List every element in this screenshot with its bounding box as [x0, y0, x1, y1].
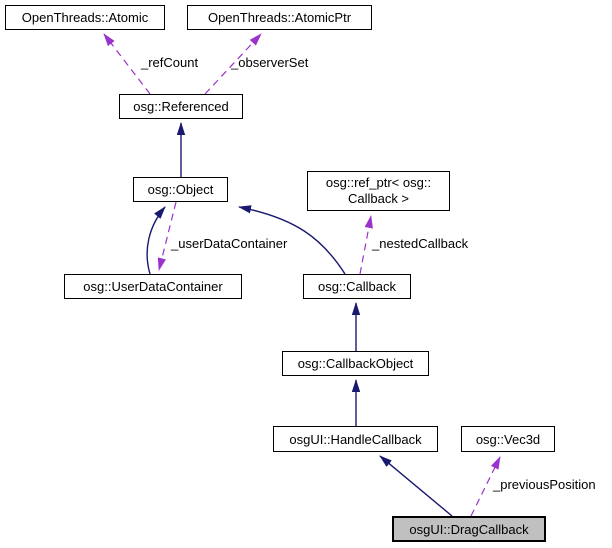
usage-arrow-refcount	[103, 33, 151, 95]
node-label: osgUI::DragCallback	[409, 521, 529, 537]
node-label: osg::Vec3d	[475, 431, 541, 447]
node-label: osg::Callback	[317, 279, 397, 294]
node-openthreads-atomicptr[interactable]: OpenThreads::AtomicPtr	[187, 5, 372, 30]
edge-label-observerset: _observerSet	[231, 55, 309, 70]
node-openthreads-atomic[interactable]: OpenThreads::Atomic	[5, 5, 165, 30]
usage-arrow-observerset	[204, 33, 262, 95]
usage-arrow-nestedcallback	[359, 215, 373, 275]
inheritance-arrow-userdatacontainer-to-object	[146, 206, 166, 275]
node-osg-callbackobject[interactable]: osg::CallbackObject	[282, 351, 429, 376]
inheritance-arrow-dragcallback-to-handlecallback	[379, 455, 453, 517]
node-label: OpenThreads::AtomicPtr	[207, 10, 352, 25]
usage-arrow-userdatacontainer	[157, 201, 177, 271]
edge-label-refcount: _refCount	[141, 55, 199, 70]
node-label: osg::UserDataContainer	[83, 279, 223, 294]
node-osg-object[interactable]: osg::Object	[133, 177, 228, 202]
node-label: osg::Referenced	[133, 99, 229, 114]
edge-label-previousposition: _previousPosition	[493, 477, 596, 492]
node-osg-userdatacontainer[interactable]: osg::UserDataContainer	[64, 274, 242, 299]
node-label-line2: Callback >	[347, 191, 410, 206]
node-osg-referenced[interactable]: osg::Referenced	[119, 94, 243, 119]
node-label-line1: osg::ref_ptr< osg::	[325, 175, 432, 190]
node-osgui-handlecallback[interactable]: osgUI::HandleCallback	[273, 426, 438, 452]
edge-label-nestedcallback: _nestedCallback	[372, 236, 469, 251]
node-osg-refptr-callback[interactable]: osg::ref_ptr< osg:: Callback >	[307, 171, 450, 211]
edge-label-userdatacontainer: _userDataContainer	[171, 236, 288, 251]
inheritance-arrow-callback-to-object	[238, 205, 346, 275]
node-osg-callback[interactable]: osg::Callback	[303, 274, 411, 299]
node-osgui-dragcallback-current: osgUI::DragCallback	[392, 516, 546, 542]
node-label: osgUI::HandleCallback	[289, 431, 422, 447]
node-label: osg::CallbackObject	[297, 356, 414, 371]
usage-arrow-previousposition	[470, 456, 501, 517]
node-label: OpenThreads::Atomic	[21, 10, 149, 25]
node-osg-vec3d[interactable]: osg::Vec3d	[461, 426, 555, 452]
node-label: osg::Object	[147, 182, 214, 197]
